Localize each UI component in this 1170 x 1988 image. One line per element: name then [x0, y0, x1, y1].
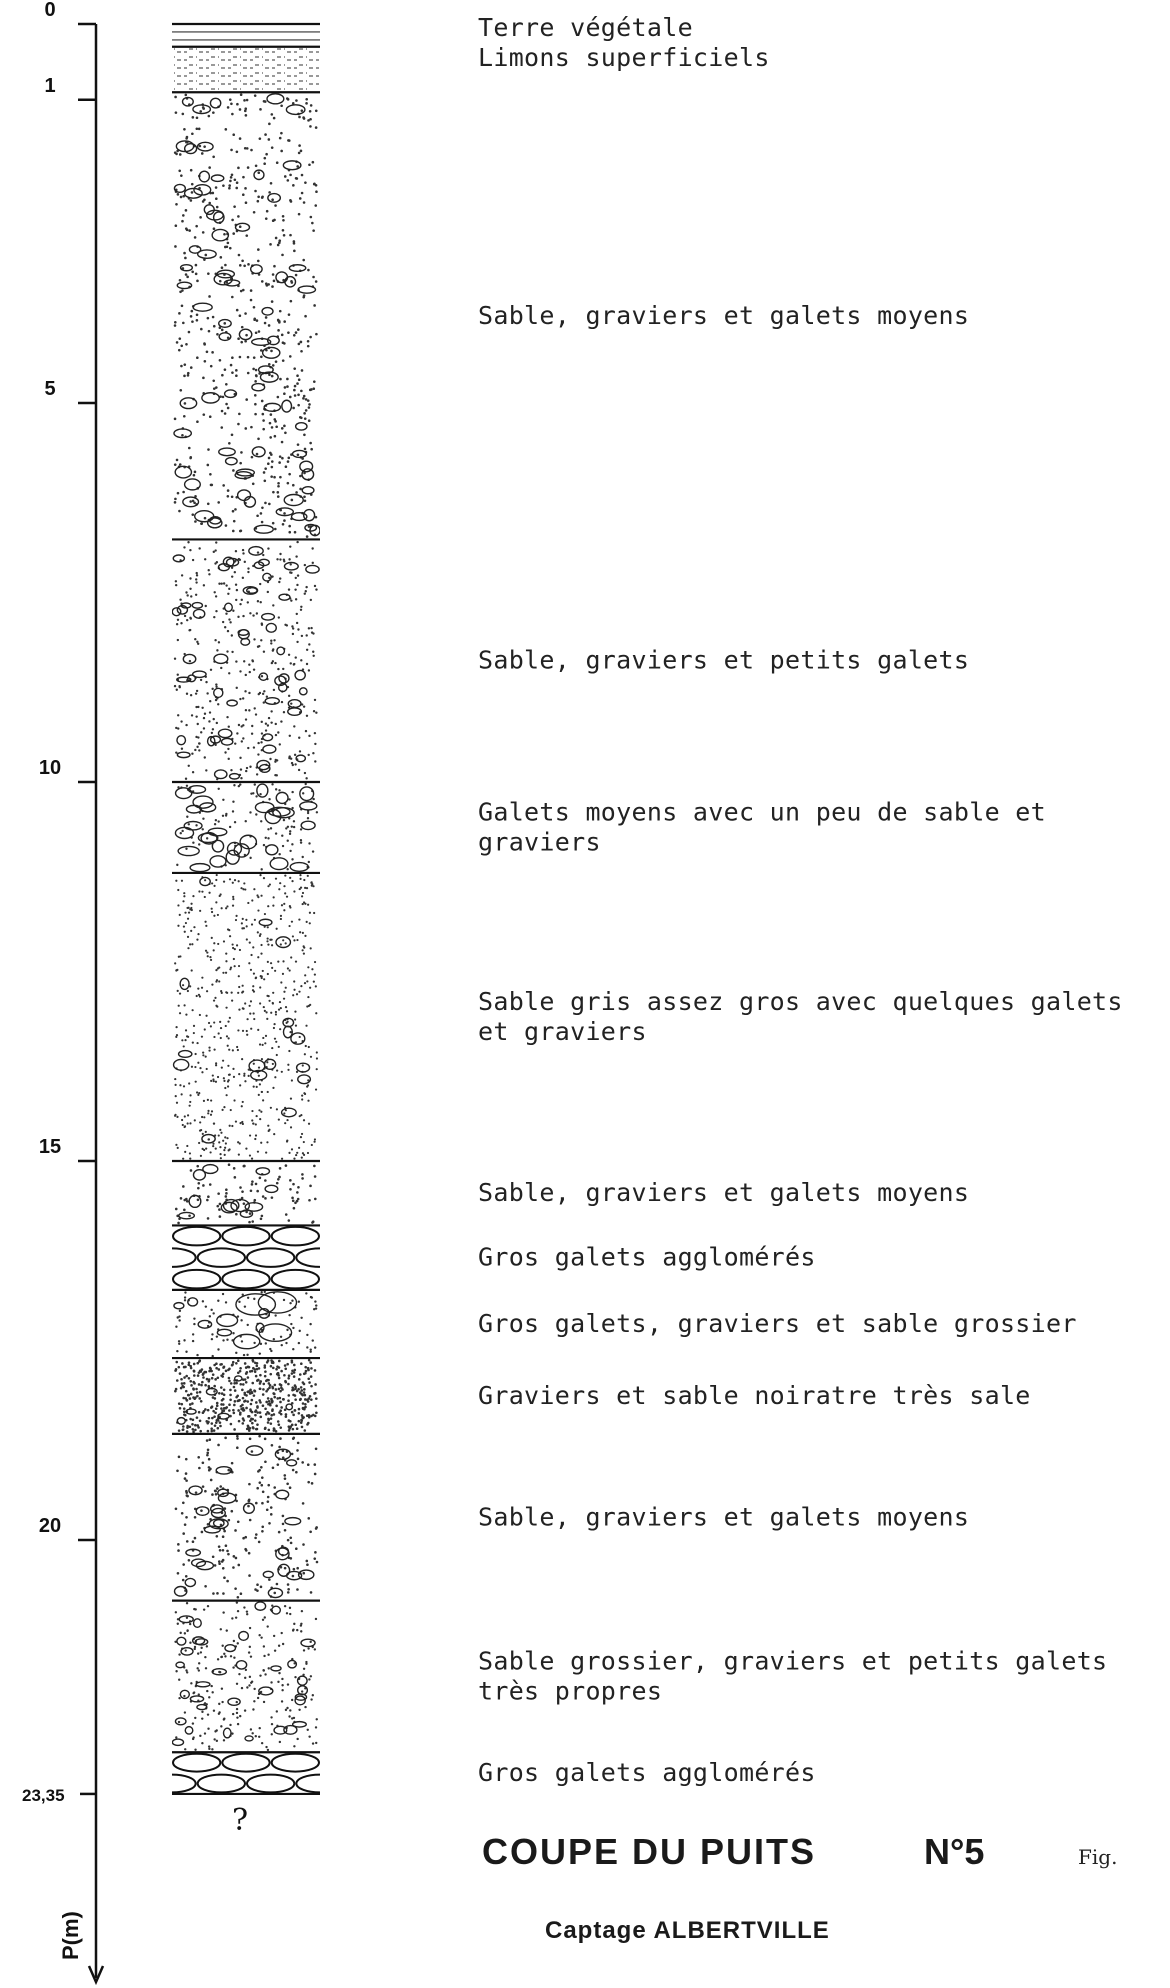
depth-tick-label: 10 [39, 757, 61, 779]
figure-label: Fig. [1078, 1845, 1117, 1869]
layer-gravel-medium [172, 1159, 320, 1225]
page-title: COUPE DU PUITS [482, 1831, 816, 1872]
layer-gravel-small [172, 1599, 320, 1752]
layer-description: Sable, graviers et galets moyens [478, 1178, 969, 1207]
depth-axis-arrow-icon [87, 1965, 105, 1986]
layer-gravel-medium [172, 91, 320, 538]
layer-description: Sable, graviers et galets moyens [478, 301, 969, 330]
depth-tick-label: 5 [44, 378, 55, 400]
depth-axis-label: P(m) [58, 1911, 83, 1960]
layer-description: Sable, graviers et galets moyens [478, 1502, 969, 1531]
well-number: N°5 [924, 1831, 984, 1872]
layer-description: Sable, graviers et petits galets [478, 646, 969, 675]
layer-description: Terre végétale [478, 13, 693, 42]
layer-description: Graviers et sable noiratre très sale [478, 1381, 1031, 1410]
depth-tick-label: 0 [44, 0, 55, 21]
layer-sand [172, 871, 320, 1160]
layer-gravel-medium [172, 1432, 320, 1599]
unknown-below-marker: ? [232, 1803, 248, 1838]
layer-description: Gros galets agglomérés [478, 1243, 816, 1272]
lithology-column [172, 22, 320, 1796]
bottom-depth-label: 23,35 [22, 1786, 65, 1805]
layer-gravel-small [172, 538, 320, 781]
depth-tick-label: 20 [39, 1515, 61, 1537]
layer-description: Gros galets agglomérés [478, 1758, 816, 1787]
layer-silt [172, 45, 320, 93]
layer-description: Limons superficiels [478, 43, 770, 72]
layer-cobbles [172, 1224, 320, 1290]
layer-description: Sable grossier, graviers et petits galet… [478, 1646, 1107, 1705]
layer-pebbles [172, 780, 320, 873]
project-subtitle: Captage ALBERTVILLE [545, 1917, 830, 1944]
layer-cobbles [172, 1751, 320, 1796]
layer-description: Gros galets, graviers et sable grossier [478, 1309, 1077, 1338]
depth-tick-label: 15 [39, 1136, 61, 1158]
depth-tick-label: 1 [44, 75, 55, 97]
layer-dark-sand [172, 1356, 320, 1434]
layer-soil [172, 22, 320, 41]
layer-cobbles-mixed [172, 1288, 320, 1358]
layer-description: Sable gris assez gros avec quelques gale… [478, 987, 1123, 1046]
